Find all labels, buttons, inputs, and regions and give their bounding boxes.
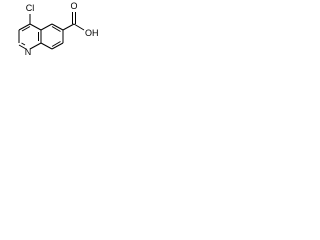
bond-c2-n1-double — [21, 42, 26, 46]
bond-c4a-c5 — [40, 23, 53, 31]
atom-label-chlorine: Cl — [26, 3, 35, 13]
bond-c8-c8a — [40, 42, 53, 50]
structure-diagram: Cl O OH N — [18, 1, 99, 57]
bond-n1-c2 — [18, 44, 27, 50]
bond-c5-c6 — [51, 23, 64, 31]
bond-c8a-n1 — [29, 42, 42, 50]
bond-c3-c4 — [18, 23, 31, 31]
bond-c-oh — [73, 23, 85, 31]
bond-c5-c6-double — [51, 26, 61, 32]
bond-c3-c4-double — [21, 26, 31, 32]
atom-label-hydroxyl: OH — [85, 28, 99, 38]
bond-c7-c8 — [51, 42, 64, 50]
atom-label-carbonyl-oxygen: O — [70, 1, 77, 11]
atom-label-nitrogen: N — [25, 47, 32, 57]
bond-c6-cooh — [62, 23, 75, 31]
bond-c7-c8-double — [51, 41, 61, 47]
bond-c4-c4a — [29, 23, 42, 31]
